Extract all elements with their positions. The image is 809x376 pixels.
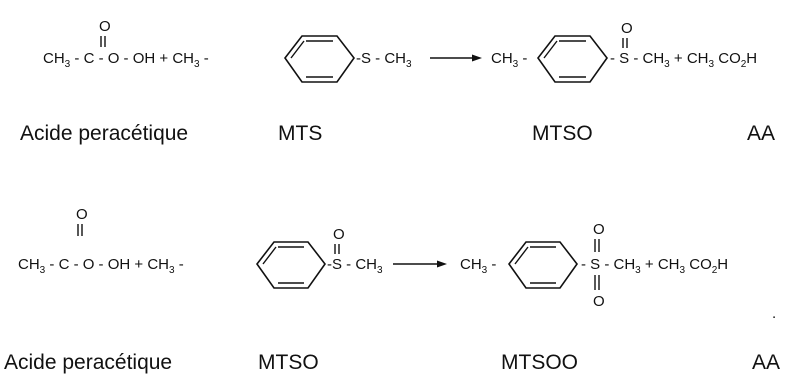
hexagon bbox=[537, 35, 608, 83]
mtso-sulfoxide-and-acetic-acid: - S - CH3 + CH3 CO2H bbox=[610, 50, 757, 70]
carbonyl-oxygen: O bbox=[99, 18, 111, 35]
sulfone-oxygen-top: O bbox=[593, 221, 605, 238]
label-mtso: MTSO bbox=[258, 351, 319, 374]
ring-double-bond bbox=[290, 40, 305, 59]
reaction-arrow-2 bbox=[393, 260, 447, 268]
mtsoo-sulfone-and-acetic-acid: - S - CH3 + CH3 CO2H bbox=[581, 256, 728, 276]
label-mtso: MTSO bbox=[532, 122, 593, 145]
mtso-methyl-prefix: CH3 - bbox=[491, 50, 527, 70]
peracetic-acid-formula: O CH3 - C - O - OH + CH3 - bbox=[43, 18, 209, 70]
stray-dot: . bbox=[772, 305, 776, 322]
sulfoxide-oxygen: O bbox=[621, 20, 633, 37]
hexagon bbox=[256, 241, 326, 289]
sulfoxide-oxygen: O bbox=[333, 226, 345, 243]
benzene-ring-mtso bbox=[537, 35, 608, 83]
peracetic-acid-text: CH3 - C - O - OH + CH3 - bbox=[18, 256, 184, 276]
peracetic-acid-text: CH3 - C - O - OH + CH3 - bbox=[43, 50, 209, 70]
reaction-1: O CH3 - C - O - OH + CH3 - -S - CH3 CH3 … bbox=[20, 18, 775, 145]
label-mtsoo: MTSOO bbox=[501, 351, 578, 374]
label-peracetic-acid: Acide peracétique bbox=[20, 122, 188, 145]
mtsoo-methyl-prefix: CH3 - bbox=[460, 256, 496, 276]
benzene-ring-mtso-reactant bbox=[256, 241, 326, 289]
reaction-arrow-1 bbox=[430, 54, 482, 62]
reaction-2: O CH3 - C - O - OH + CH3 - O -S - CH3 CH… bbox=[4, 206, 780, 374]
benzene-ring-mts bbox=[284, 35, 355, 83]
mtso-sulfoxide-group: -S - CH3 bbox=[327, 256, 383, 276]
benzene-ring-mtsoo bbox=[508, 241, 578, 289]
label-peracetic-acid: Acide peracétique bbox=[4, 351, 172, 374]
mts-thioether-group: -S - CH3 bbox=[356, 50, 412, 70]
sulfone-oxygen-bottom: O bbox=[593, 293, 605, 310]
peracetic-acid-formula: O CH3 - C - O - OH + CH3 - bbox=[18, 206, 184, 276]
ring-double-bond bbox=[514, 246, 529, 265]
ring-double-bond bbox=[262, 246, 277, 265]
carbonyl-oxygen: O bbox=[76, 206, 88, 223]
hexagon bbox=[508, 241, 578, 289]
label-acetic-acid: AA bbox=[747, 122, 775, 145]
ring-double-bond bbox=[543, 40, 558, 59]
label-acetic-acid: AA bbox=[752, 351, 780, 374]
label-mts: MTS bbox=[278, 122, 322, 145]
hexagon bbox=[284, 35, 355, 83]
